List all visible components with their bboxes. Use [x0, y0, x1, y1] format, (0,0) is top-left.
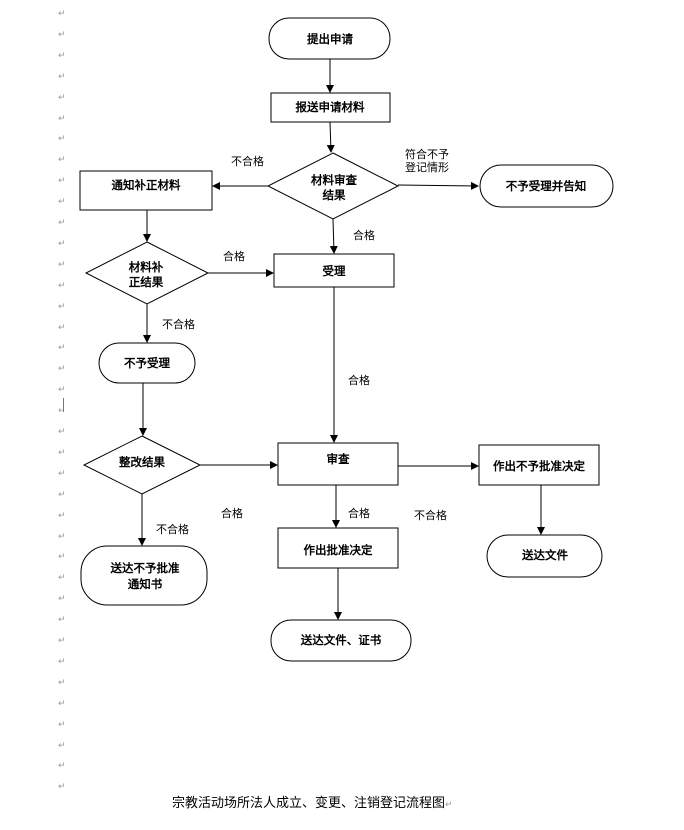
text-cursor [63, 398, 64, 412]
edge-label-pass-accept: 合格 [348, 373, 370, 387]
paragraph-mark: ↵ [58, 656, 66, 667]
review-label-line1: 材料审查 [311, 173, 357, 187]
paragraph-mark: ↵ [58, 552, 66, 563]
rectify-result-label: 整改结果 [118, 455, 165, 469]
paragraph-mark: ↵ [58, 364, 66, 375]
supp-result-label-line2: 正结果 [129, 275, 164, 289]
edge-label-cond-reject-line1: 符合不予 [405, 147, 449, 161]
paragraph-mark: ↵ [58, 447, 66, 458]
start-label: 提出申请 [307, 32, 353, 46]
send-deny-notice-terminal [80, 545, 208, 606]
send-cert-terminal [270, 619, 412, 662]
edge-label-pass-review: 合格 [353, 228, 375, 242]
paragraph-mark: ↵ [58, 343, 66, 354]
review-label-line2: 结果 [322, 188, 346, 202]
paragraph-mark: ↵ [58, 176, 66, 187]
paragraph-mark: ↵ [58, 489, 66, 500]
edge-review-accept [329, 218, 338, 254]
edge-label-fail-examine: 不合格 [414, 508, 447, 522]
paragraph-mark: ↵ [58, 50, 66, 61]
send-cert-label: 送达文件、证书 [300, 633, 382, 647]
paragraph-mark: ↵ [58, 92, 66, 103]
not-accept-terminal [98, 342, 196, 384]
accept-label: 受理 [323, 264, 346, 278]
approve-decision-label: 作出批准决定 [304, 543, 373, 557]
paragraph-mark: ↵ [58, 113, 66, 124]
paragraph-mark: ↵ [445, 800, 453, 810]
paragraph-mark: ↵ [58, 406, 66, 417]
paragraph-mark: ↵ [58, 29, 66, 40]
notify-supplement-label: 通知补正材料 [112, 178, 181, 192]
edge-label-pass-rectify: 合格 [221, 506, 243, 520]
notify-supplement-box [79, 170, 213, 211]
edge-label-fail-rectify: 不合格 [156, 522, 189, 536]
paragraph-mark: ↵ [58, 238, 66, 249]
paragraph-mark: ↵ [58, 197, 66, 208]
paragraph-mark: ↵ [58, 427, 66, 437]
deny-decision-label: 作出不予批准决定 [493, 459, 585, 473]
paragraph-mark: ↵ [58, 155, 66, 166]
caption-text: 宗教活动场所法人成立、变更、注销登记流程图 [172, 796, 446, 811]
paragraph-mark: ↵ [58, 259, 66, 270]
paragraph-mark: ↵ [58, 301, 66, 312]
paragraph-mark: ↵ [58, 698, 66, 709]
approve-decision-box [277, 527, 399, 569]
paragraph-mark: ↵ [58, 9, 66, 19]
flowchart: 提出申请 报送申请材料 材料审查 结果 通知补正材料 不予受理并告知 材料补 正… [79, 17, 614, 662]
paragraph-mark: ↵ [58, 573, 66, 584]
send-doc-label: 送达文件 [521, 548, 568, 562]
accept-box [273, 253, 395, 288]
paragraph-mark: ↵ [58, 782, 66, 793]
paragraph-mark: ↵ [58, 322, 66, 333]
edge-submit-review [326, 121, 335, 153]
paragraph-mark: ↵ [58, 594, 66, 605]
send-document-terminal [486, 534, 603, 578]
paragraph-mark: ↵ [58, 761, 66, 772]
edge-label-pass-examine: 合格 [348, 506, 370, 520]
edge-label-cond-reject-line2: 登记情形 [405, 160, 449, 174]
edge-label-fail-left: 不合格 [231, 154, 264, 168]
supp-result-label-line1: 材料补 [129, 260, 164, 274]
not-accept-label: 不予受理 [124, 356, 170, 370]
examine-label: 审查 [327, 452, 350, 466]
paragraph-mark: ↵ [58, 677, 66, 688]
paragraph-mark: ↵ [58, 615, 66, 626]
submit-label: 报送申请材料 [296, 100, 365, 114]
reject-notify-label: 不予受理并告知 [506, 179, 587, 193]
paragraph-mark: ↵ [58, 218, 66, 228]
examine-box [277, 442, 399, 486]
paragraph-mark: ↵ [58, 740, 66, 751]
paragraph-mark: ↵ [58, 280, 66, 291]
edge-label-pass-supp: 合格 [223, 249, 245, 263]
paragraph-mark: ↵ [58, 719, 66, 730]
reject-notify-terminal [479, 164, 614, 208]
edge-review-reject [397, 181, 479, 190]
paragraph-mark: ↵ [58, 134, 66, 145]
paragraph-mark: ↵ [58, 468, 66, 479]
figure-caption: 宗教活动场所法人成立、变更、注销登记流程图↵ [172, 792, 453, 811]
send-deny-label-line2: 通知书 [128, 577, 163, 591]
paragraph-mark: ↵ [58, 510, 66, 521]
paragraph-mark-column: ↵ ↵ ↵ ↵ ↵ ↵ ↵ ↵ ↵ ↵ ↵ ↵ ↵ ↵ ↵ ↵ ↵ ↵ ↵ ↵ ↵ ↵ ↵ ↵ ↵ ↵ ↵ ↵ ↵ ↵ ↵ ↵ ↵ ↵ ↵ ↵ ↵ ↵ [58, 0, 72, 830]
paragraph-mark: ↵ [58, 385, 66, 396]
paragraph-mark: ↵ [58, 71, 66, 82]
paragraph-mark: ↵ [58, 531, 66, 542]
deny-decision-box [478, 444, 600, 486]
edge-label-fail-supp: 不合格 [162, 317, 195, 331]
paragraph-mark: ↵ [58, 636, 66, 646]
send-deny-label-line1: 送达不予批准 [110, 561, 180, 575]
